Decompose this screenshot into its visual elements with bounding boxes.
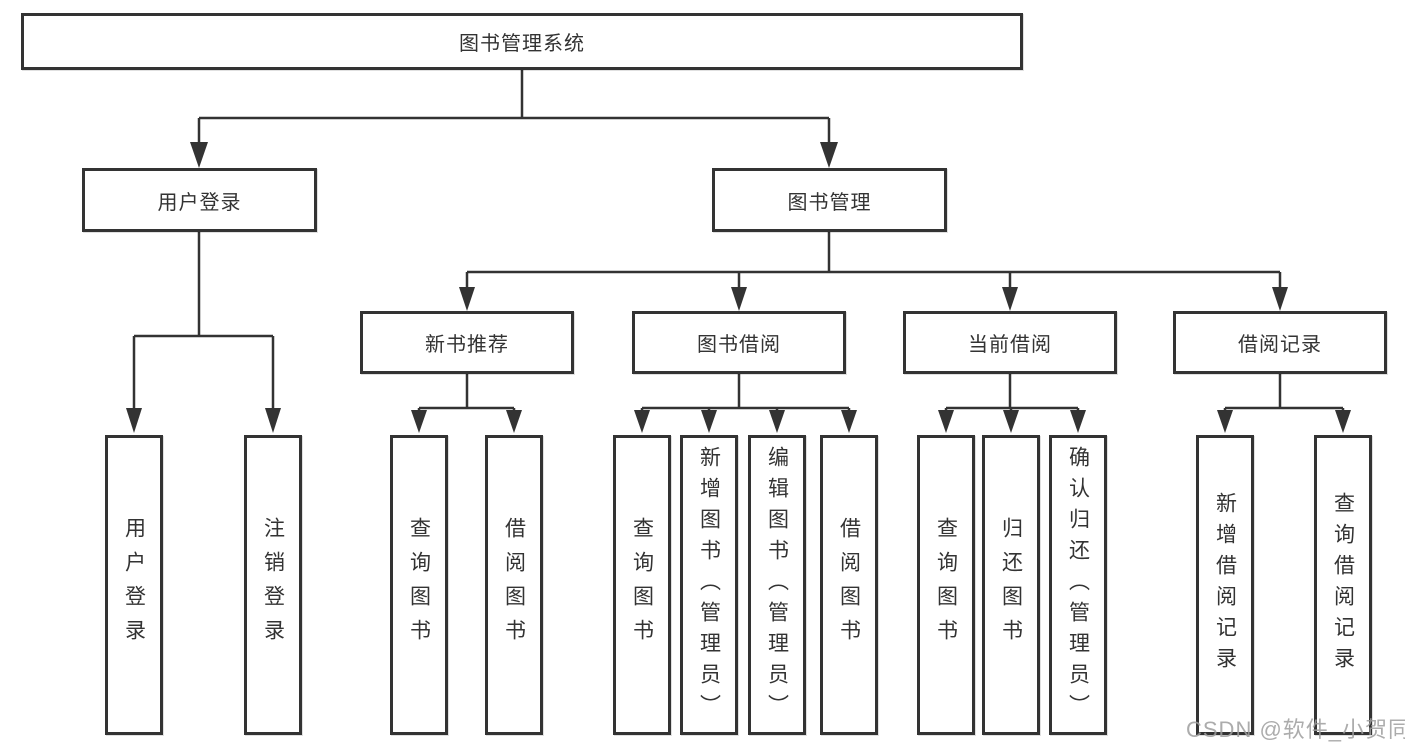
node-current-query-book: 查询图书 bbox=[917, 435, 975, 735]
node-label: 用户登录 bbox=[157, 191, 242, 214]
node-label: 编辑图书（管理员） bbox=[765, 445, 789, 725]
node-recommend-borrow-book: 借阅图书 bbox=[485, 435, 543, 735]
node-label: 借阅图书 bbox=[502, 517, 526, 653]
connector-borrow-record-to-leaves bbox=[1217, 374, 1351, 433]
node-borrow-record: 借阅记录 bbox=[1173, 311, 1387, 374]
node-root: 图书管理系统 bbox=[21, 13, 1023, 70]
node-record-query-borrow-record: 查询借阅记录 bbox=[1314, 435, 1372, 735]
watermark-text: CSDN @软件_小贺同学 bbox=[1186, 717, 1405, 742]
node-label: 借阅图书 bbox=[837, 517, 861, 653]
node-book-management: 图书管理 bbox=[712, 168, 947, 232]
node-label: 图书管理 bbox=[787, 191, 872, 214]
node-record-add-borrow-record: 新增借阅记录 bbox=[1196, 435, 1254, 735]
node-borrow-query-book: 查询图书 bbox=[613, 435, 671, 735]
node-current-borrow: 当前借阅 bbox=[903, 311, 1117, 374]
connector-book-management-to-level3 bbox=[459, 232, 1288, 311]
connector-user-login-to-leaves bbox=[126, 232, 281, 433]
node-label: 确认归还（管理员） bbox=[1066, 445, 1090, 725]
connector-root-to-level2 bbox=[190, 70, 838, 168]
node-label: 当前借阅 bbox=[968, 334, 1052, 356]
node-current-confirm-return-admin: 确认归还（管理员） bbox=[1049, 435, 1107, 735]
node-borrow-add-book-admin: 新增图书（管理员） bbox=[680, 435, 738, 735]
connector-new-book-recommend-to-leaves bbox=[411, 374, 522, 433]
node-label: 图书借阅 bbox=[697, 334, 781, 356]
connector-current-borrow-to-leaves bbox=[938, 374, 1086, 433]
node-label: 图书管理系统 bbox=[459, 33, 585, 55]
node-label: 查询图书 bbox=[934, 517, 958, 653]
node-recommend-query-book: 查询图书 bbox=[390, 435, 448, 735]
node-label: 借阅记录 bbox=[1238, 334, 1322, 356]
connector-book-borrow-to-leaves bbox=[634, 374, 857, 433]
node-label: 新增图书（管理员） bbox=[697, 445, 721, 725]
node-current-return-book: 归还图书 bbox=[982, 435, 1040, 735]
node-label: 新增借阅记录 bbox=[1213, 492, 1237, 678]
node-label: 查询借阅记录 bbox=[1331, 492, 1355, 678]
node-label: 归还图书 bbox=[999, 517, 1023, 653]
node-label: 注销登录 bbox=[261, 517, 285, 653]
node-leaf-logout: 注销登录 bbox=[244, 435, 302, 735]
node-label: 用户登录 bbox=[122, 517, 146, 653]
node-borrow-edit-book-admin: 编辑图书（管理员） bbox=[748, 435, 806, 735]
node-book-borrow: 图书借阅 bbox=[632, 311, 846, 374]
node-label: 新书推荐 bbox=[425, 334, 509, 356]
node-user-login: 用户登录 bbox=[82, 168, 317, 232]
node-label: 查询图书 bbox=[407, 517, 431, 653]
node-label: 查询图书 bbox=[630, 517, 654, 653]
node-new-book-recommend: 新书推荐 bbox=[360, 311, 574, 374]
node-leaf-user-login: 用户登录 bbox=[105, 435, 163, 735]
node-borrow-borrow-book: 借阅图书 bbox=[820, 435, 878, 735]
